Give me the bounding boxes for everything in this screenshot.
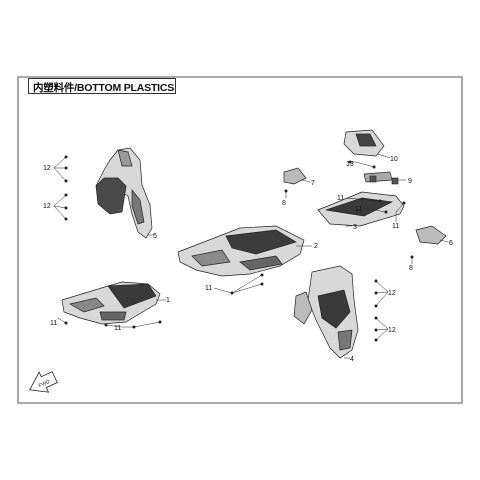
part-2-center-floor xyxy=(177,225,305,277)
callout-1: 1 xyxy=(166,297,170,304)
callout-13: 13 xyxy=(346,161,354,168)
callout-11-left-b: 11 xyxy=(114,325,121,332)
callout-3: 3 xyxy=(353,224,357,231)
callout-12-right-lower: 12 xyxy=(388,327,396,334)
callout-5: 5 xyxy=(153,233,157,240)
callout-11-top-right-b: 11 xyxy=(355,206,362,213)
part-7-bracket xyxy=(283,167,307,185)
part-5-fender-liner xyxy=(95,147,153,239)
diagram-title: 内塑料件/BOTTOM PLASTICS xyxy=(33,82,175,94)
callout-8-lower: 8 xyxy=(409,265,413,272)
callout-labels: 12 12 5 2 11 1 11 11 10 13 9 7 8 11 11 3… xyxy=(43,156,453,363)
part-3-floor-tray xyxy=(317,171,405,227)
callout-9: 9 xyxy=(408,178,412,185)
part-9-clips xyxy=(369,175,399,185)
part-4-fender-liner xyxy=(293,265,359,359)
callout-12-right-upper: 12 xyxy=(388,290,396,297)
callout-11-center: 11 xyxy=(205,285,212,292)
callout-8-upper: 8 xyxy=(282,200,286,207)
callout-2: 2 xyxy=(314,243,318,250)
drawing-frame xyxy=(17,76,463,404)
callout-4: 4 xyxy=(350,356,354,363)
part-1-skid-plate xyxy=(61,281,161,325)
fwd-label: FWD xyxy=(38,379,51,389)
callout-12-lower-left: 12 xyxy=(43,203,51,210)
title-box: 内塑料件/BOTTOM PLASTICS xyxy=(28,78,176,94)
leader-lines xyxy=(53,153,449,359)
part-6-bracket xyxy=(415,225,447,245)
callout-12-upper-left: 12 xyxy=(43,165,51,172)
part-10-cover xyxy=(343,129,385,157)
callout-10: 10 xyxy=(390,156,398,163)
callout-11-top-right-c: 11 xyxy=(392,223,399,230)
fwd-arrow-icon: FWD xyxy=(29,371,58,393)
callout-11-top-right-a: 11 xyxy=(337,195,344,202)
callout-7: 7 xyxy=(311,180,315,187)
callout-11-left-a: 11 xyxy=(50,320,57,327)
callout-6: 6 xyxy=(449,240,453,247)
